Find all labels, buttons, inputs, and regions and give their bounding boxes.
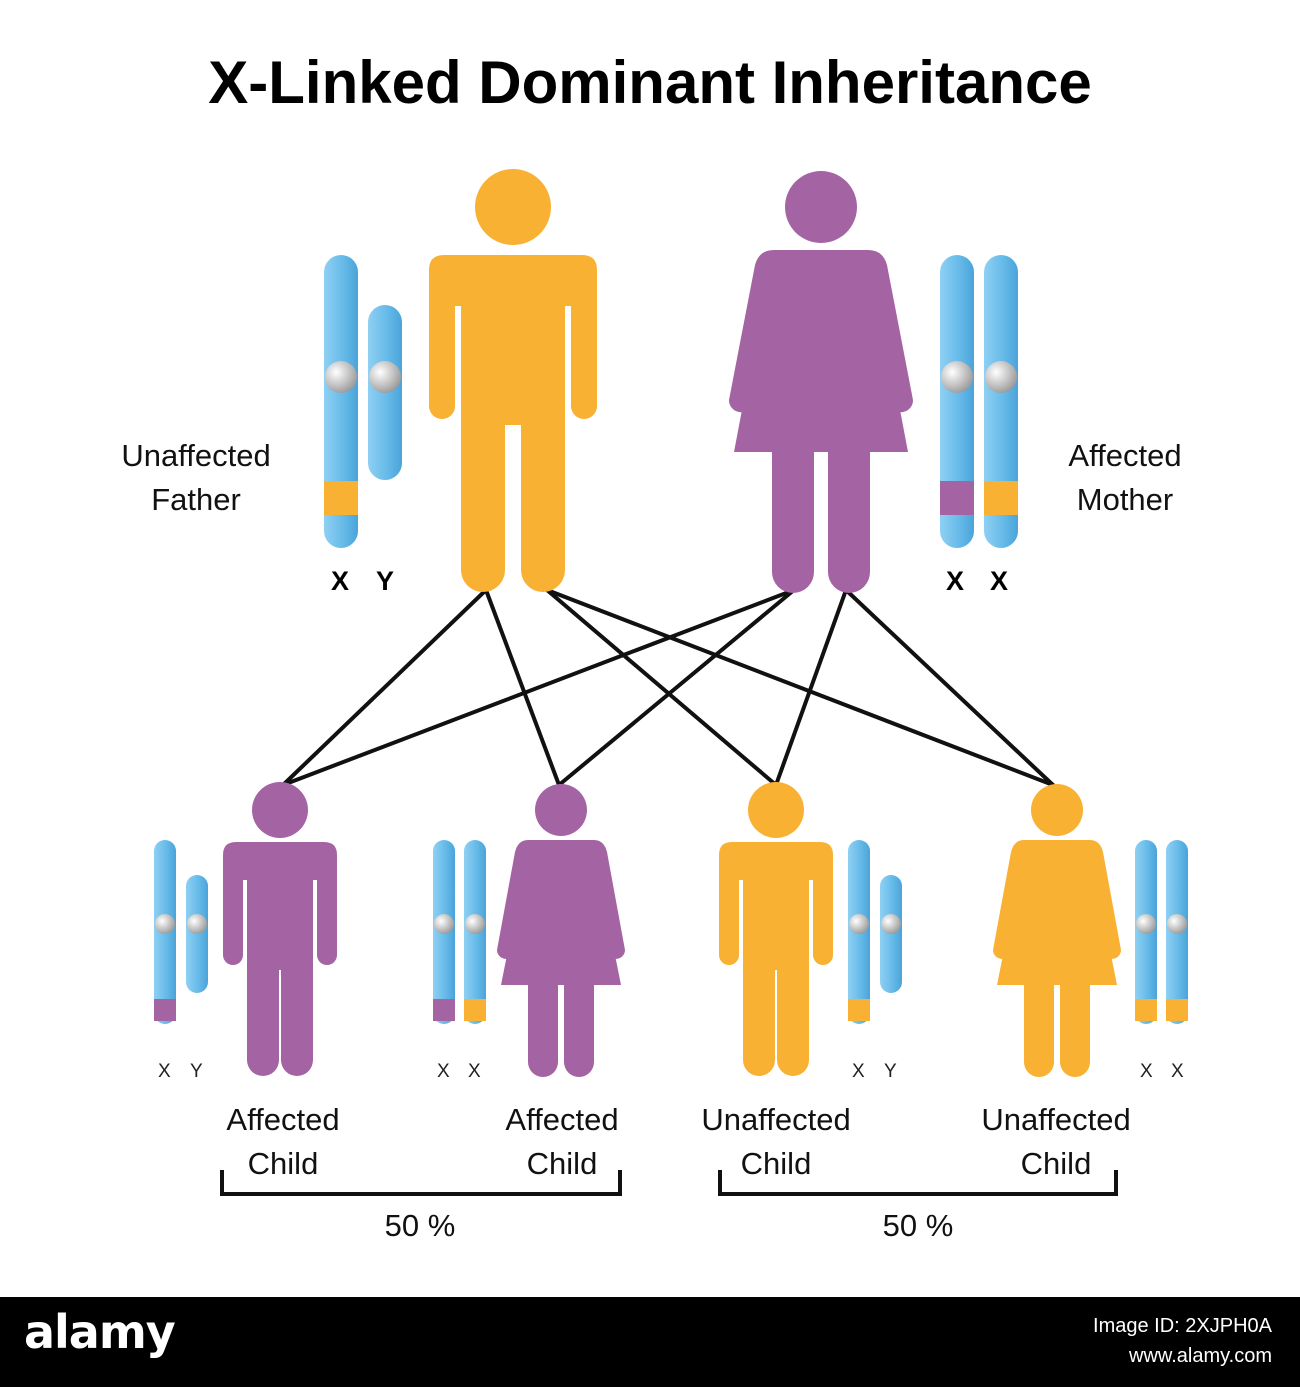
child1-y-chromosome	[186, 875, 208, 993]
mother-chr2-label: X	[990, 566, 1009, 596]
father-y-chromosome	[368, 305, 402, 480]
line-father-child4	[545, 588, 1055, 787]
child1-label-line1: Affected	[226, 1102, 340, 1137]
line-mother-child2	[557, 588, 796, 787]
father-chr2-label: Y	[376, 566, 395, 596]
line-father-child2	[484, 588, 561, 787]
child3-figure	[719, 782, 833, 1076]
child2-label: Affected Child	[462, 1098, 662, 1186]
bracket-unaffected-group	[718, 1170, 1118, 1196]
father-label: Unaffected Father	[96, 434, 296, 522]
child1-x-chromosome	[154, 840, 176, 1024]
child1-chr2-label: Y	[190, 1061, 203, 1082]
line-mother-child1	[281, 588, 796, 787]
father-label-line1: Unaffected	[121, 438, 271, 473]
child4-chr1-label: X	[1140, 1061, 1153, 1082]
child4-chr2-label: X	[1171, 1061, 1184, 1082]
unaffected-group-percent: 50 %	[882, 1208, 954, 1243]
page-title: X-Linked Dominant Inheritance	[208, 49, 1092, 116]
child3-chr1-label: X	[852, 1061, 865, 1082]
affected-group-percent: 50 %	[384, 1208, 456, 1243]
child1-label-line2: Child	[247, 1146, 319, 1181]
father-figure	[429, 169, 597, 592]
child4-label-line1: Unaffected	[981, 1102, 1131, 1137]
child4-x-chromosome-2	[1166, 840, 1188, 1024]
site-url: www.alamy.com	[1129, 1345, 1272, 1367]
line-mother-child4	[844, 588, 1055, 787]
child2-chr1-label: X	[437, 1061, 450, 1082]
child4-figure	[993, 784, 1121, 1077]
child3-chr2-label: Y	[884, 1061, 897, 1082]
child4-x-chromosome-1	[1135, 840, 1157, 1024]
mother-label-line1: Affected	[1068, 438, 1182, 473]
inheritance-lines	[281, 588, 1055, 787]
mother-x-chromosome-2	[984, 255, 1018, 548]
child2-label-line2: Child	[526, 1146, 598, 1181]
child4-label-line2: Child	[1020, 1146, 1092, 1181]
child2-figure	[497, 784, 625, 1077]
line-father-child1	[281, 588, 488, 787]
child4-label: Unaffected Child	[956, 1098, 1156, 1186]
father-label-line2: Father	[151, 482, 241, 517]
line-father-child3	[545, 588, 778, 787]
child2-x-chromosome-2	[464, 840, 486, 1024]
child1-figure	[223, 782, 337, 1076]
child3-label-line2: Child	[740, 1146, 812, 1181]
brand-logo: alamy	[24, 1305, 176, 1359]
child2-label-line1: Affected	[505, 1102, 619, 1137]
child3-label: Unaffected Child	[676, 1098, 876, 1186]
child1-label: Affected Child	[183, 1098, 383, 1186]
bracket-affected-group	[220, 1170, 622, 1196]
mother-chr1-label: X	[946, 566, 965, 596]
child3-label-line1: Unaffected	[701, 1102, 851, 1137]
mother-label-line2: Mother	[1076, 482, 1174, 517]
mother-figure	[728, 171, 914, 593]
watermark-footer: alamy Image ID: 2XJPH0A www.alamy.com	[0, 1297, 1300, 1387]
inheritance-diagram	[154, 169, 1188, 1196]
mother-x-chromosome-1	[940, 255, 974, 548]
child3-y-chromosome	[880, 875, 902, 993]
child2-chr2-label: X	[468, 1061, 481, 1082]
image-id: Image ID: 2XJPH0A	[1093, 1315, 1272, 1337]
line-mother-child3	[774, 588, 848, 787]
father-x-chromosome	[324, 255, 358, 548]
father-chr1-label: X	[331, 566, 350, 596]
child1-chr1-label: X	[158, 1061, 171, 1082]
child2-x-chromosome-1	[433, 840, 455, 1024]
child3-x-chromosome	[848, 840, 870, 1024]
mother-label: Affected Mother	[1025, 434, 1225, 522]
